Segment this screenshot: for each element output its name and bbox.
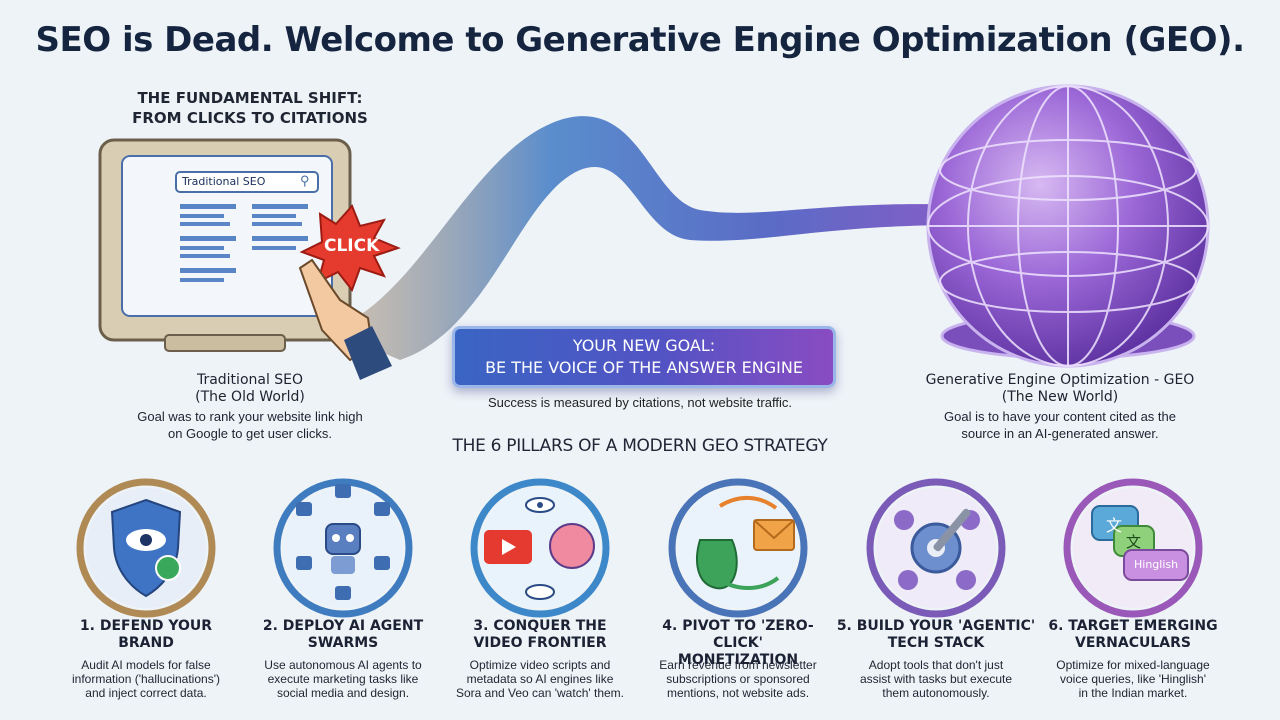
pillar-6-title-line1: 6. TARGET EMERGING <box>1048 618 1218 634</box>
pillar-5-desc-1: Adopt tools that don't just <box>868 658 1004 672</box>
pillar-4-ring <box>668 478 808 618</box>
pillar-6-ring <box>1063 478 1203 618</box>
pillar-4-title-line2: MONETIZATION <box>677 652 799 668</box>
search-bar <box>175 171 319 193</box>
pillar-1-ring <box>76 478 216 618</box>
click-burst <box>299 204 401 293</box>
page-title: SEO is Dead. Welcome to Generative Engin… <box>35 20 1245 60</box>
search-icon: ⚲ <box>300 173 310 188</box>
bubble-glyph-1: 文 <box>1106 516 1123 535</box>
new-world-heading-1: Generative Engine Optimization - GEO <box>925 372 1195 388</box>
pillar-5-title-line1: 5. BUILD YOUR 'AGENTIC' <box>836 618 1036 634</box>
goal-line-1: YOUR NEW GOAL: <box>572 336 716 355</box>
pillar-5-title-line2: TECH STACK <box>887 635 985 651</box>
bubble-glyph-3: Hinglish <box>1134 558 1179 571</box>
new-world-desc-2: source in an AI-generated answer. <box>961 426 1159 441</box>
pillar-1-title-line1: 1. DEFEND YOUR <box>79 618 213 634</box>
pillar-2-desc-3: social media and design. <box>276 686 410 700</box>
shift-heading-line1: The Fundamental Shift: <box>137 89 363 107</box>
video-brain-icon <box>484 497 595 600</box>
pillar-5-desc-2: assist with tasks but execute <box>859 672 1013 686</box>
pillar-4-desc-1: Earn revenue from newsletter <box>659 658 817 672</box>
old-world-heading-2: (The Old World) <box>195 389 305 405</box>
new-world-desc-1: Goal is to have your content cited as th… <box>944 409 1176 424</box>
pillar-6-desc-3: in the Indian market. <box>1078 686 1188 700</box>
robot-network-icon <box>296 484 390 600</box>
pillar-3-desc-3: Sora and Veo can 'watch' them. <box>455 686 625 700</box>
pillar-5-desc-3: them autonomously. <box>882 686 990 700</box>
money-newsletter-icon <box>696 496 795 590</box>
pillar-1-title-line2: BRAND <box>118 635 174 651</box>
ribbon-path <box>330 116 960 360</box>
click-label: CLICK <box>324 236 380 256</box>
pillar-3-title-line1: 3. CONQUER THE <box>473 618 607 634</box>
pillar-6-title-line2: VERNACULARS <box>1075 635 1191 651</box>
pillar-5-title: 5. BUILD YOUR 'AGENTIC'TECH STACK <box>836 618 1036 652</box>
pillars-title: THE 6 PILLARS OF A MODERN GEO STRATEGY <box>452 436 828 456</box>
pillar-2-title-line2: SWARMS <box>307 635 379 651</box>
pillar-6-desc-1: Optimize for mixed-language <box>1056 658 1210 672</box>
pillar-1-desc-3: and inject correct data. <box>85 686 207 700</box>
pillar-4-title: 4. PIVOT TO 'ZERO-CLICK'MONETIZATION <box>638 618 838 669</box>
pillar-2-desc-2: execute marketing tasks like <box>267 672 419 686</box>
pillar-4-desc-3: mentions, not website ads. <box>666 686 810 700</box>
pillar-3-desc-2: metadata so AI engines like <box>466 672 614 686</box>
goal-banner: YOUR NEW GOAL: BE THE VOICE OF THE ANSWE… <box>452 326 836 388</box>
goal-line-2: BE THE VOICE OF THE ANSWER ENGINE <box>485 358 803 377</box>
gear-tools-icon <box>894 508 980 590</box>
goal-subtext: Success is measured by citations, not we… <box>488 395 792 410</box>
new-world-text: Generative Engine Optimization - GEO (Th… <box>890 372 1230 442</box>
pillar-6-desc-2: voice queries, like 'Hinglish' <box>1060 672 1206 686</box>
pillar-3-ring <box>470 478 610 618</box>
sleeve <box>344 326 392 380</box>
old-world-text: Traditional SEO (The Old World) Goal was… <box>90 372 410 442</box>
language-bubbles-icon <box>1091 505 1189 581</box>
bubble-glyph-2: 文 <box>1126 533 1142 551</box>
pillar-2-ring <box>273 478 413 618</box>
pillar-3-desc-1: Optimize video scripts and <box>469 658 611 672</box>
pillar-1-desc-2: information ('hallucinations') <box>72 672 220 686</box>
old-world-desc-1: Goal was to rank your website link high <box>137 409 363 424</box>
old-world-heading-1: Traditional SEO <box>196 372 304 388</box>
shift-heading-line2: From Clicks to Citations <box>132 109 368 127</box>
pillar-1-desc-1: Audit AI models for false <box>81 658 211 672</box>
shift-heading: The Fundamental Shift: From Clicks to Ci… <box>90 88 410 128</box>
pillar-4-title-line1: 4. PIVOT TO 'ZERO-CLICK' <box>662 618 814 651</box>
pillar-3-title-line2: VIDEO FRONTIER <box>473 635 607 651</box>
monitor-stand <box>164 334 286 352</box>
pillar-2-desc-1: Use autonomous AI agents to <box>264 658 422 672</box>
search-bar-label: Traditional SEO <box>182 175 266 188</box>
pillar-4-desc-2: subscriptions or sponsored <box>666 672 810 686</box>
pillar-5-ring <box>866 478 1006 618</box>
pillar-2-title-line1: 2. DEPLOY AI AGENT <box>262 618 424 634</box>
old-world-desc-2: on Google to get user clicks. <box>167 426 333 441</box>
new-world-heading-2: (The New World) <box>1001 389 1119 405</box>
